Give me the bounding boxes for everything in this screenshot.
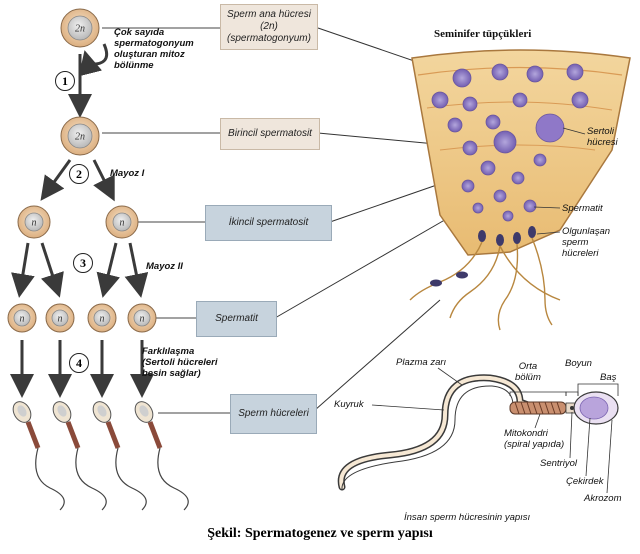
mitosis-line: spermatogonyum <box>114 38 194 49</box>
tail-label: Kuyruk <box>334 399 364 410</box>
maturing-line: sperm <box>562 237 589 248</box>
tubule-cells <box>431 63 589 222</box>
box-primary-spermatocyte-text: Birincil spermatosit <box>228 128 312 139</box>
figure-caption: Şekil: Spermatogenez ve sperm yapısı <box>207 526 433 541</box>
differentiation-annotation: Farklılaşma (Sertoli hücreleri besin sağ… <box>142 346 218 379</box>
cell-spermatid: n <box>127 303 157 333</box>
maturing-line: hücreleri <box>562 248 599 259</box>
step-2-marker: 2 <box>69 164 89 184</box>
differentiation-line: (Sertoli hücreleri <box>142 357 218 368</box>
sperm-cell-small <box>52 401 107 511</box>
meiosis2-label: Mayoz II <box>146 261 183 272</box>
box-spermatid: Spermatit <box>196 301 277 337</box>
mito-line: Mitokondri <box>504 428 548 439</box>
cell-spermatid: n <box>87 303 117 333</box>
box-spermatogonium-text: Sperm ana hücresi (2n) (spermatogonyum) <box>227 9 311 44</box>
box-secondary-spermatocyte: İkincil spermatosit <box>205 205 332 241</box>
cell-secondary-spermatocyte: n <box>105 205 139 239</box>
cell-label: n <box>140 314 145 325</box>
cell-secondary-spermatocyte: n <box>17 205 51 239</box>
step-4-marker: 4 <box>69 353 89 373</box>
cell-spermatogonium: 2n <box>60 8 100 48</box>
centriole-label: Sentriyol <box>540 458 577 469</box>
differentiation-line: Farklılaşma <box>142 346 195 357</box>
sperm-structure-title: İnsan sperm hücresinin yapısı <box>404 512 531 523</box>
sertoli-label: Sertoli hücresi <box>587 126 618 148</box>
cell-label: 2n <box>75 132 85 143</box>
cell-label: n <box>120 218 125 229</box>
sperm-structure <box>337 367 619 494</box>
maturing-sperm <box>478 226 536 246</box>
sperm-cell-small <box>92 401 147 511</box>
cell-label: 2n <box>75 24 85 35</box>
cell-spermatid: n <box>45 303 75 333</box>
step-3-marker: 3 <box>73 253 93 273</box>
midpiece-line: bölüm <box>515 372 541 383</box>
cell-label: n <box>100 314 105 325</box>
box-secondary-spermatocyte-text: İkincil spermatosit <box>228 217 309 228</box>
maturing-line: Olgunlaşan <box>562 226 611 237</box>
mitosis-line: oluşturan mitoz <box>114 49 185 60</box>
sperm-cell-small <box>12 401 65 511</box>
seminiferous-tubule <box>409 49 631 331</box>
cell-label: n <box>20 314 25 325</box>
mitochondria-label: Mitokondri (spiral yapıda) <box>504 428 564 450</box>
mitosis-loop-arrow <box>78 43 109 77</box>
mitosis-line: Çok sayıda <box>114 27 165 38</box>
tubule-title: Seminifer tüpçükleri <box>434 28 532 40</box>
tubule-label-lines <box>533 127 586 235</box>
free-sperm-heads <box>430 271 468 287</box>
sperm-tails <box>409 237 561 331</box>
mitosis-line: bölünme <box>114 60 154 71</box>
mitosis-annotation: Çok sayıda spermatogonyum oluşturan mito… <box>114 27 194 71</box>
meiosis1-label: Mayoz I <box>110 168 145 179</box>
mito-line: (spiral yapıda) <box>504 439 565 450</box>
sperm-cell-small <box>134 401 189 511</box>
box-spermatogonium: Sperm ana hücresi (2n) (spermatogonyum) <box>220 4 318 50</box>
cell-label: n <box>58 314 63 325</box>
box-sperm-cells: Sperm hücreleri <box>230 394 317 434</box>
differentiation-line: besin sağlar) <box>142 368 201 379</box>
cell-spermatid: n <box>7 303 37 333</box>
cell-primary-spermatocyte: 2n <box>60 116 100 156</box>
box-spermatid-text: Spermatit <box>215 313 258 324</box>
step-1-marker: 1 <box>55 71 75 91</box>
box-sperm-cells-text: Sperm hücreleri <box>238 408 309 419</box>
head-label: Baş <box>600 372 617 383</box>
tubule-spermatid-label: Spermatit <box>562 203 603 214</box>
cell-label: n <box>32 218 37 229</box>
flow-arrows <box>10 54 154 398</box>
sertoli-line: Sertoli <box>587 126 614 137</box>
sertoli-line: hücresi <box>587 137 618 148</box>
nucleus-label: Çekirdek <box>566 476 604 487</box>
box-primary-spermatocyte: Birincil spermatosit <box>220 118 320 150</box>
acrosome-label: Akrozom <box>584 493 622 504</box>
midpiece-line: Orta <box>518 361 538 372</box>
neck-label: Boyun <box>565 358 592 369</box>
midpiece-label: Orta bölüm <box>515 361 541 383</box>
plasma-membrane-label: Plazma zarı <box>396 357 447 368</box>
cell-to-box-lines <box>102 27 230 414</box>
maturing-sperm-label: Olgunlaşan sperm hücreleri <box>562 226 610 259</box>
